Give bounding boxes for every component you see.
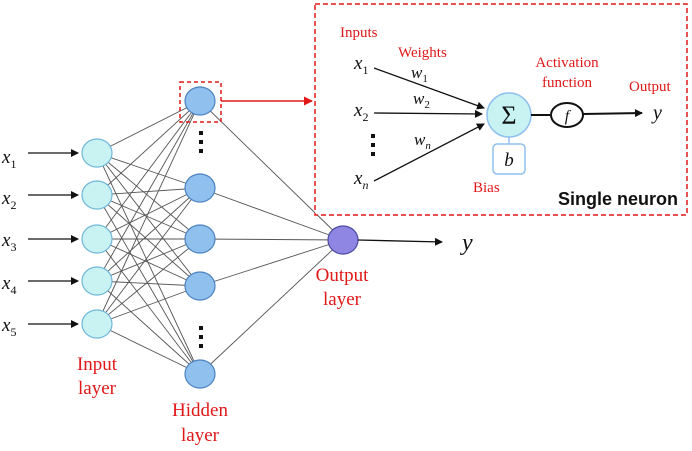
edge-hidden-5-output: [199, 239, 344, 375]
weight-labels: w1 w2 wn: [411, 63, 431, 152]
hidden-node-4: [184, 271, 216, 301]
input-layer-label-line2: layer: [78, 378, 117, 399]
input-node-1: [81, 138, 113, 168]
bias-box: [492, 143, 526, 175]
edge-input-5-hidden-1: [96, 100, 201, 325]
edge-input-5-hidden-3: [96, 238, 201, 325]
output-caption: Output: [629, 79, 672, 95]
edge-input-4-hidden-4: [96, 280, 201, 287]
edge-input-5-hidden-2: [96, 187, 201, 325]
inputs-caption: Inputs: [340, 25, 378, 41]
output-arrow: [357, 237, 443, 246]
edge-input-5-hidden-5: [96, 323, 201, 375]
hidden-ellipsis-bottom: [199, 326, 203, 348]
highlight-box: [179, 81, 222, 123]
edge-input-1-hidden-3: [96, 152, 201, 240]
edge-input-4-hidden-1: [96, 100, 201, 282]
input-label-2: x2: [1, 188, 16, 212]
input-label-1: x1: [1, 147, 16, 171]
hidden-node-5: [184, 359, 216, 389]
neuron-input-labels: x1 x2 xn: [353, 53, 368, 192]
edge-input-2-hidden-4: [96, 194, 201, 287]
output-layer-label-line2: layer: [323, 289, 362, 310]
neuron-input-ellipsis: [371, 134, 375, 156]
activation-symbol: f: [565, 108, 572, 125]
hidden-ellipsis-top: [199, 131, 203, 153]
edge-hidden-4-output: [199, 239, 344, 287]
neuron-output-symbol: y: [651, 102, 662, 124]
edge-input-4-hidden-5: [96, 280, 201, 375]
edge-input-3-hidden-1: [96, 100, 201, 240]
bias-symbol: b: [504, 150, 514, 171]
summation-symbol: Σ: [501, 101, 516, 130]
network-nodes: [81, 86, 359, 389]
neuron-red-labels: Inputs Weights Activation function Outpu…: [340, 25, 672, 196]
hidden-node-3: [184, 224, 216, 254]
input-arrows: [28, 149, 79, 328]
connection-edges: [96, 100, 344, 375]
single-neuron-title: Single neuron: [558, 189, 678, 209]
activation-caption-line2: function: [542, 75, 592, 91]
input-node-3: [81, 224, 113, 254]
activation-caption-line1: Activation: [535, 55, 599, 71]
edge-hidden-2-output: [199, 187, 344, 241]
input-labels: x1 x2 x3 x4 x5: [1, 147, 16, 339]
activation-output-arrow: [582, 109, 643, 118]
edge-input-2-hidden-5: [96, 194, 201, 375]
edge-input-2-hidden-3: [96, 194, 201, 240]
edge-input-3-hidden-4: [96, 238, 201, 287]
edge-input-1-hidden-5: [96, 152, 201, 375]
edge-input-1-hidden-4: [96, 152, 201, 287]
neuron-input-xn: xn: [353, 168, 368, 192]
hidden-layer-label-line1: Hidden: [172, 400, 228, 421]
input-label-5: x5: [1, 315, 16, 339]
input-node-2: [81, 180, 113, 210]
neuron-input-x2: x2: [353, 100, 368, 124]
input-node-5: [81, 309, 113, 339]
neuron-input-arrows: [373, 67, 485, 182]
bias-caption: Bias: [473, 180, 500, 196]
edge-hidden-1-output: [199, 100, 344, 241]
weight-wn: wn: [414, 130, 431, 152]
input-label-4: x4: [1, 273, 16, 297]
edge-input-5-hidden-4: [96, 285, 201, 325]
input-label-3: x3: [1, 230, 16, 254]
output-layer-label-line1: Output: [316, 265, 370, 286]
weight-w2: w2: [413, 89, 430, 111]
hidden-node-1: [184, 86, 216, 116]
edge-input-4-hidden-3: [96, 238, 201, 282]
hidden-layer-label-line2: layer: [181, 425, 220, 446]
activation-node: [550, 102, 584, 128]
weights-caption: Weights: [398, 45, 447, 61]
input-layer-label-line1: Input: [77, 354, 118, 375]
output-node: [327, 225, 359, 255]
weight-w1: w1: [411, 63, 428, 85]
single-neuron-panel: Inputs Weights Activation function Outpu…: [314, 3, 688, 216]
layer-labels: Input layer Hidden layer Output layer: [77, 265, 369, 446]
edge-input-3-hidden-5: [96, 238, 201, 375]
edge-input-1-hidden-1: [96, 100, 201, 154]
edge-hidden-3-output: [199, 238, 344, 241]
edge-input-2-hidden-1: [96, 100, 201, 196]
hidden-node-2: [184, 173, 216, 203]
neuron-input-x1: x1: [353, 53, 368, 77]
edge-input-4-hidden-2: [96, 187, 201, 282]
input-node-4: [81, 266, 113, 296]
network-output-symbol: y: [460, 230, 473, 256]
